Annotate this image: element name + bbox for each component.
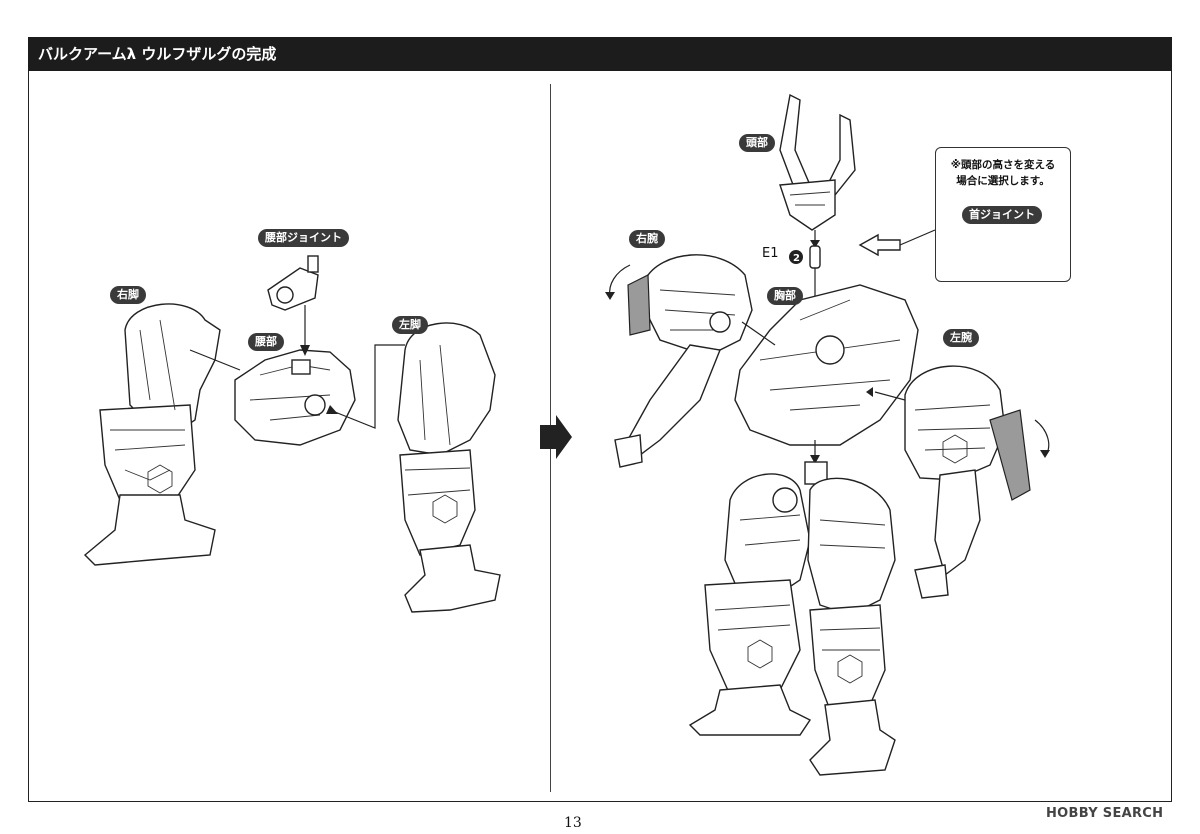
label-right-arm: 右腕 bbox=[629, 230, 665, 248]
label-chest: 胸部 bbox=[767, 287, 803, 305]
waist-joint-illustration bbox=[267, 255, 319, 311]
svg-text:2: 2 bbox=[793, 253, 800, 264]
note-line-1: ※頭部の高さを変える bbox=[950, 159, 1056, 171]
left-leg-connector bbox=[329, 344, 405, 429]
neck-joint-part bbox=[809, 245, 821, 269]
section-title: バルクアームλ ウルフザルグの完成 bbox=[38, 45, 277, 63]
label-right-leg: 右脚 bbox=[110, 286, 146, 304]
lower-body-illustration bbox=[688, 461, 896, 776]
label-left-leg: 左脚 bbox=[392, 316, 428, 334]
label-head: 頭部 bbox=[739, 134, 775, 152]
swap-arrow bbox=[858, 233, 901, 257]
left-arm-illustration bbox=[904, 365, 1031, 599]
part-number-badge bbox=[789, 250, 803, 264]
left-leg-illustration bbox=[397, 322, 501, 613]
right-arm-rotate-arrow bbox=[609, 264, 631, 297]
label-waist: 腰部 bbox=[248, 333, 284, 351]
chest-illustration bbox=[734, 284, 919, 446]
next-step-arrow bbox=[540, 415, 572, 459]
watermark: HOBBY SEARCH bbox=[1046, 806, 1164, 821]
right-leg-connector bbox=[189, 349, 241, 371]
page-frame bbox=[28, 71, 1172, 802]
part-code: E1 bbox=[762, 246, 779, 261]
waist-illustration bbox=[234, 349, 356, 446]
right-leg-illustration bbox=[83, 303, 221, 566]
right-arm-illustration bbox=[614, 254, 753, 468]
label-neck-joint: 首ジョイント bbox=[962, 206, 1042, 224]
left-arm-rotate-arrow bbox=[1034, 419, 1050, 456]
note-line-2: 場合に選択します。 bbox=[956, 175, 1050, 187]
note-text: ※頭部の高さを変える 場合に選択します。 bbox=[939, 157, 1067, 189]
head-illustration bbox=[779, 93, 856, 231]
section-header: バルクアームλ ウルフザルグの完成 bbox=[28, 37, 1172, 71]
page-number: 13 bbox=[564, 815, 582, 831]
label-left-arm: 左腕 bbox=[943, 329, 979, 347]
label-waist-joint: 腰部ジョイント bbox=[258, 229, 349, 247]
